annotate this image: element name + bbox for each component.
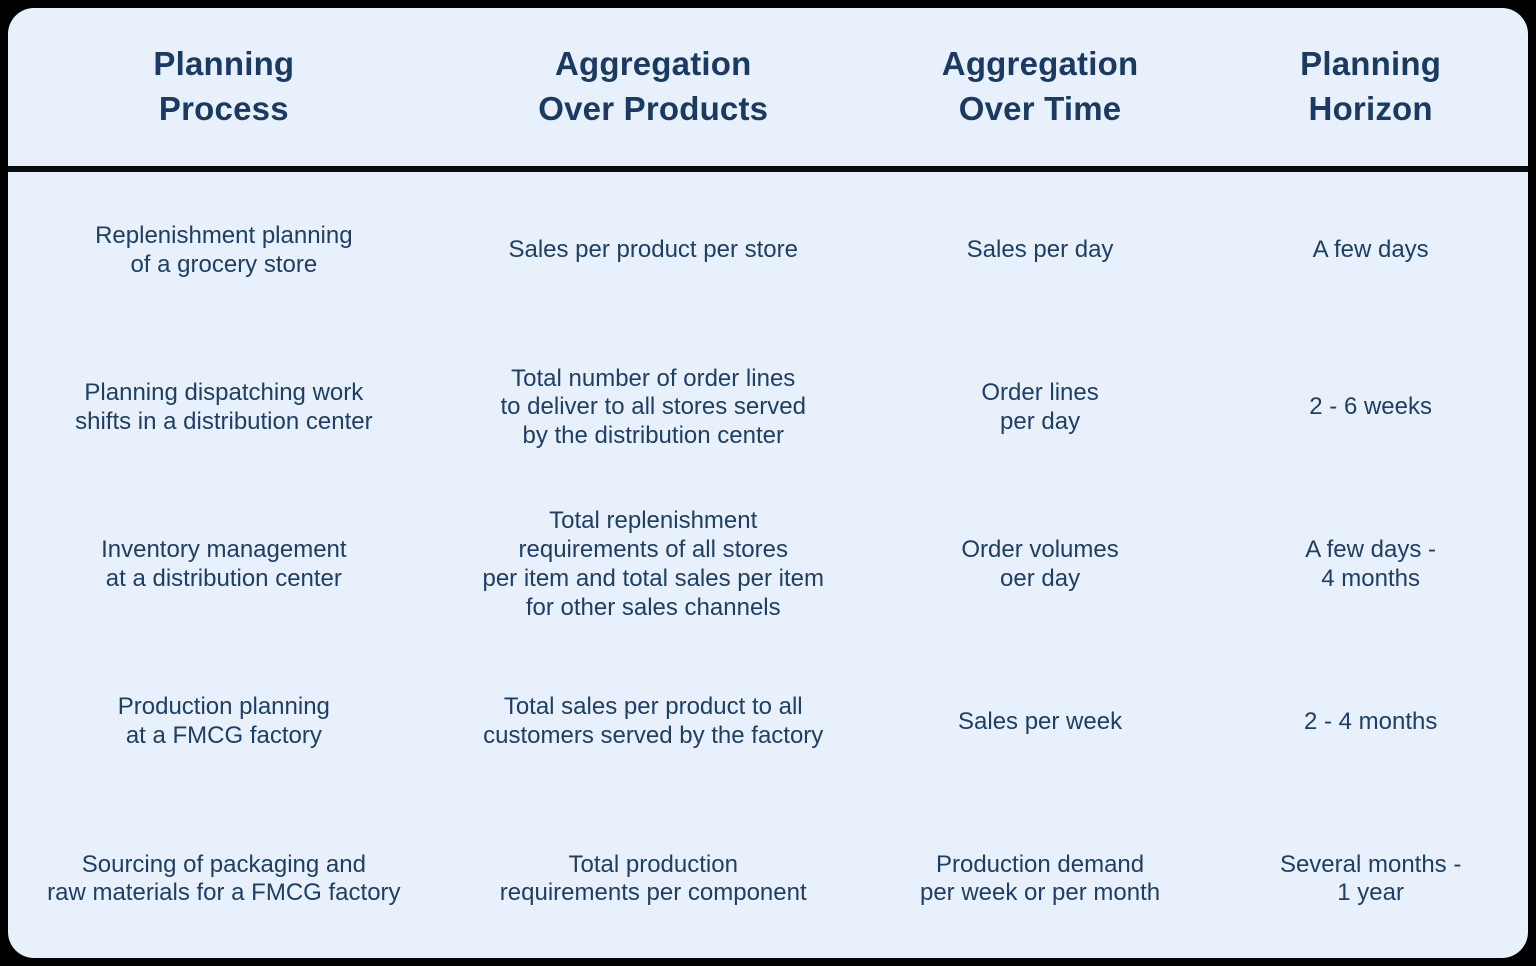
cell-planning-process: Production planning at a FMCG factory <box>117 693 330 750</box>
column-header-planning-horizon: Planning Horizon <box>1300 45 1442 127</box>
cell-planning-horizon: 2 - 6 weeks <box>1309 393 1432 421</box>
cell-planning-process: Sourcing of packaging and raw materials … <box>47 850 401 907</box>
header-divider <box>8 166 1528 172</box>
cell-aggregation-over-time: Order lines per day <box>981 378 1099 435</box>
planning-aggregation-table: Planning Process Aggregation Over Produc… <box>8 8 1528 958</box>
cell-aggregation-over-products: Sales per product per store <box>508 236 798 264</box>
cell-aggregation-over-products: Total production requirements per compon… <box>499 850 807 907</box>
cell-aggregation-over-products: Total number of order lines to deliver t… <box>500 364 806 450</box>
table-row-sourcing: Sourcing of packaging and raw materials … <box>8 801 1528 958</box>
cell-aggregation-over-products: Total sales per product to all customers… <box>483 693 824 750</box>
cell-planning-process: Replenishment planning of a grocery stor… <box>95 221 353 278</box>
cell-aggregation-over-time: Sales per day <box>966 236 1114 264</box>
column-header-aggregation-over-products: Aggregation Over Products <box>538 45 769 127</box>
table-row-grocery-replenishment: Replenishment planning of a grocery stor… <box>8 172 1528 329</box>
table-header-row: Planning Process Aggregation Over Produc… <box>8 8 1528 166</box>
cell-planning-horizon: 2 - 4 months <box>1303 707 1438 735</box>
cell-aggregation-over-products: Total replenishment requirements of all … <box>482 507 824 621</box>
cell-planning-horizon: A few days <box>1312 236 1429 264</box>
cell-aggregation-over-time: Production demand per week or per month <box>919 850 1161 907</box>
table-row-work-shifts: Planning dispatching work shifts in a di… <box>8 329 1528 486</box>
cell-planning-process: Planning dispatching work shifts in a di… <box>75 378 373 435</box>
column-header-planning-process: Planning Process <box>153 45 295 127</box>
table-row-inventory-management: Inventory management at a distribution c… <box>8 486 1528 643</box>
cell-planning-process: Inventory management at a distribution c… <box>101 536 347 592</box>
cell-planning-horizon: Several months - 1 year <box>1279 850 1462 907</box>
cell-aggregation-over-time: Order volumes oer day <box>961 536 1119 592</box>
table-body: Replenishment planning of a grocery stor… <box>8 172 1528 958</box>
column-header-aggregation-over-time: Aggregation Over Time <box>941 45 1139 127</box>
cell-aggregation-over-time: Sales per week <box>958 707 1123 735</box>
table-row-production-planning: Production planning at a FMCG factory To… <box>8 644 1528 801</box>
cell-planning-horizon: A few days - 4 months <box>1305 536 1436 592</box>
